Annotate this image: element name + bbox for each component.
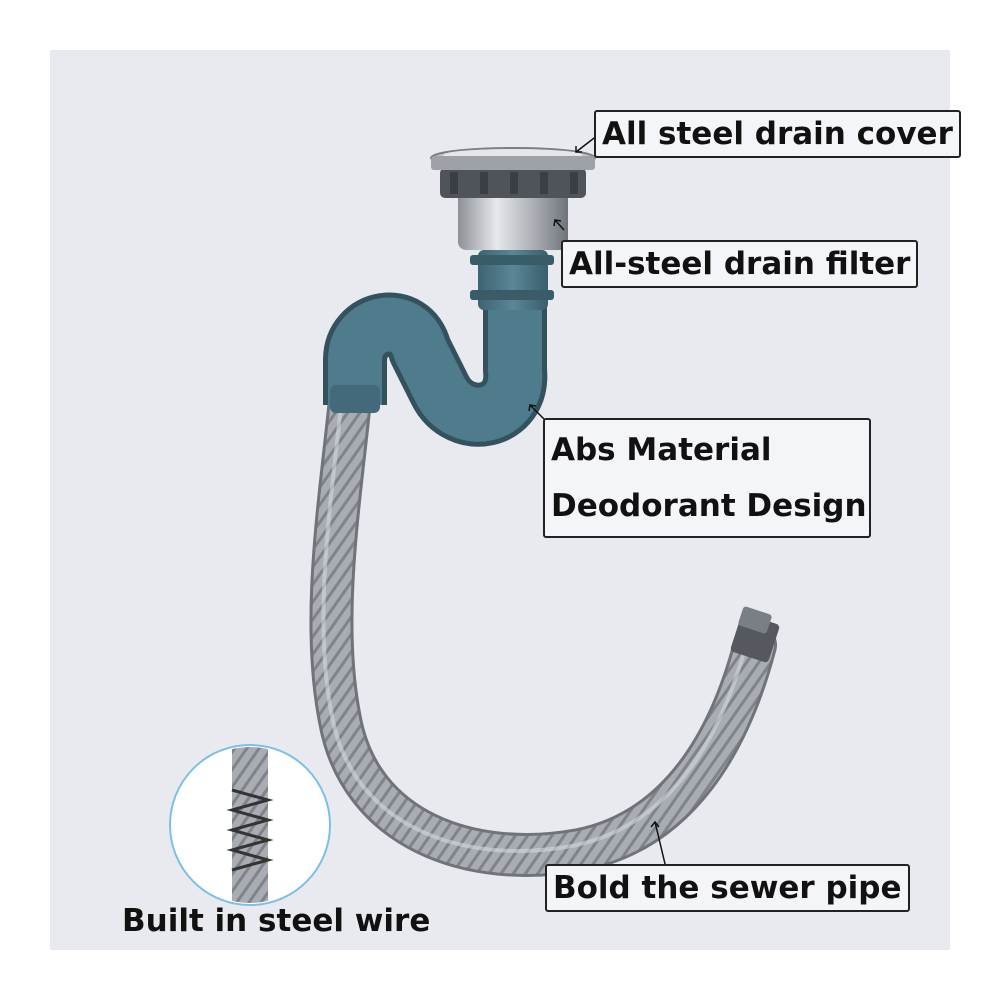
hose-end-coupling [730,606,780,663]
drain-cover-label: All steel drain cover [594,110,961,158]
s-trap [323,250,554,447]
material-label-line1: Abs Material [551,432,772,468]
sewer-pipe-label: Bold the sewer pipe [545,864,910,912]
sewer-hose [309,378,777,877]
material-label: Abs Material Deodorant Design [543,418,871,538]
steel-wire-caption: Built in steel wire [122,903,431,939]
material-label-line2: Deodorant Design [551,488,867,524]
drain-filter-label: All-steel drain filter [561,240,919,288]
drain-assembly [430,147,596,250]
steel-wire-detail [169,744,331,906]
